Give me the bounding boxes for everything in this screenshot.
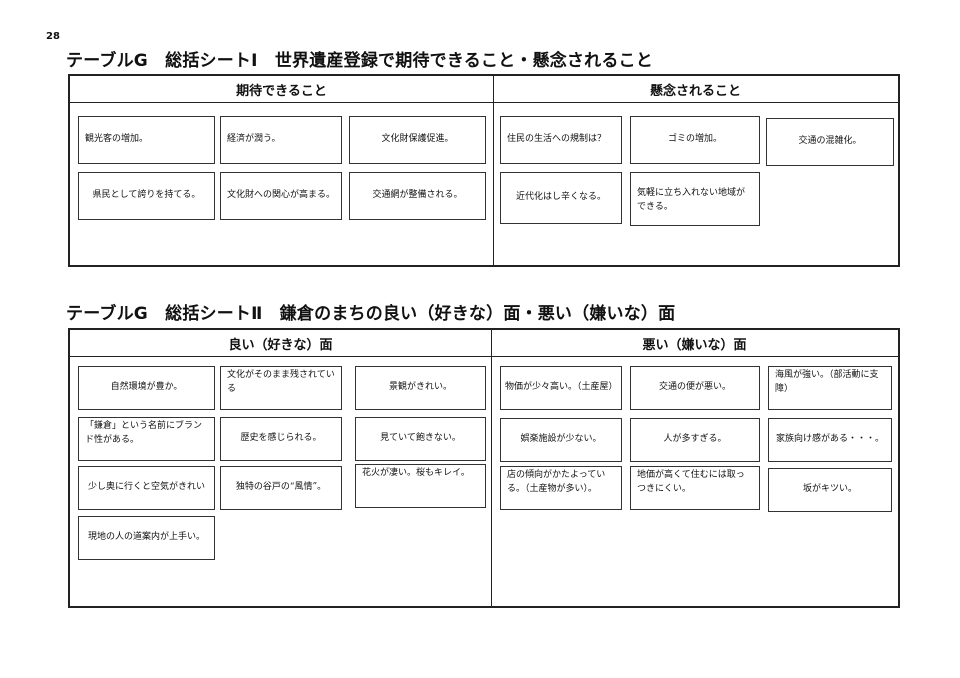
bad-card: 海風が強い。（部活動に支障）	[768, 366, 892, 410]
concern-card: 気軽に立ち入れない地域ができる。	[630, 172, 760, 226]
expected-card: 県民として誇りを持てる。	[78, 172, 215, 220]
sheet2-column-divider	[491, 329, 492, 607]
good-card: 「鎌倉」という名前にブランド性がある。	[78, 417, 215, 461]
bad-card: 家族向け感がある・・・。	[768, 418, 892, 462]
concern-card: 交通の混雑化。	[766, 118, 894, 166]
sheet1-header-expected: 期待できること	[70, 76, 493, 103]
good-card: 自然環境が豊か。	[78, 366, 215, 410]
concern-card: 近代化はし辛くなる。	[500, 172, 622, 224]
good-card: 歴史を感じられる。	[220, 417, 342, 461]
expected-card: 文化財への関心が高まる。	[220, 172, 342, 220]
expected-card: 経済が潤う。	[220, 116, 342, 164]
good-card: 現地の人の道案内が上手い。	[78, 516, 215, 560]
bad-card: 物価が少々高い。（土産屋）	[500, 366, 622, 410]
sheet2-table: 良い（好きな）面 悪い（嫌いな）面 自然環境が豊か。 文化がそのまま残されている…	[68, 328, 900, 608]
sheet2-header-bad: 悪い（嫌いな）面	[491, 330, 898, 357]
good-card: 独特の谷戸の“風情”。	[220, 466, 342, 510]
sheet1-title: テーブルG 総括シートⅠ 世界遺産登録で期待できること・懸念されること	[66, 51, 653, 71]
bad-card: 人が多すぎる。	[630, 418, 760, 462]
bad-card: 娯楽施設が少ない。	[500, 418, 622, 462]
good-card: 花火が凄い。桜もキレイ。	[355, 464, 486, 508]
sheet1-table: 期待できること 懸念されること 観光客の増加。 経済が潤う。 文化財保護促進。 …	[68, 74, 900, 267]
sheet2-title: テーブルG 総括シートⅡ 鎌倉のまちの良い（好きな）面・悪い（嫌いな）面	[66, 304, 676, 324]
concern-card: 住民の生活への規制は？	[500, 116, 622, 164]
sheet2-header-good: 良い（好きな）面	[70, 330, 491, 357]
expected-card: 文化財保護促進。	[349, 116, 486, 164]
sheet1-column-divider	[493, 75, 494, 266]
bad-card: 地価が高くて住むには取っつきにくい。	[630, 466, 760, 510]
sheet1-header-concerns: 懸念されること	[493, 76, 898, 103]
page-number: 28	[46, 31, 60, 42]
expected-card: 交通網が整備される。	[349, 172, 486, 220]
good-card: 見ていて飽きない。	[355, 417, 486, 461]
bad-card: 店の傾向がかたよっている。（土産物が多い）。	[500, 466, 622, 510]
good-card: 文化がそのまま残されている	[220, 366, 342, 410]
good-card: 少し奥に行くと空気がきれい	[78, 466, 215, 510]
expected-card: 観光客の増加。	[78, 116, 215, 164]
concern-card: ゴミの増加。	[630, 116, 760, 164]
bad-card: 交通の便が悪い。	[630, 366, 760, 410]
bad-card: 坂がキツい。	[768, 468, 892, 512]
good-card: 景観がきれい。	[355, 366, 486, 410]
